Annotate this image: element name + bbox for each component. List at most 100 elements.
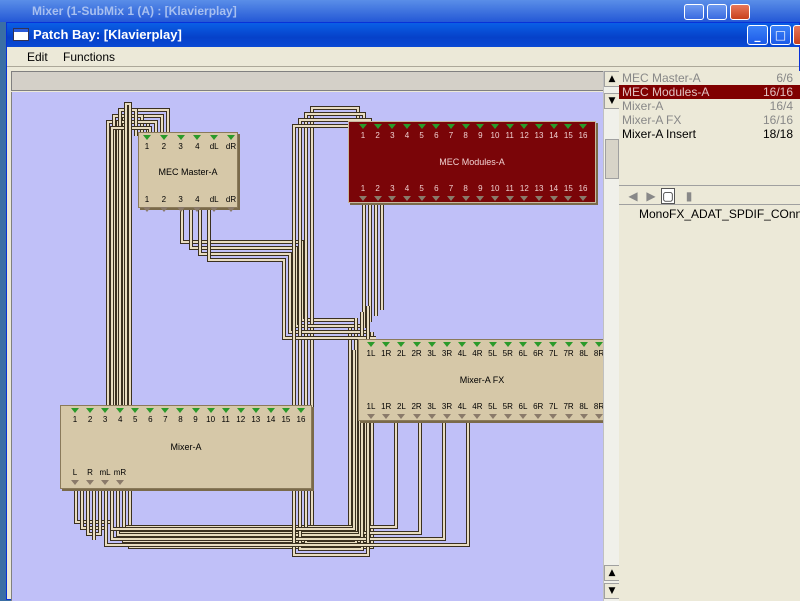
connection-info[interactable]: MonoFX_ADAT_SPDIF_COnn [639,207,800,221]
output-port-2L[interactable]: 2L [394,402,408,424]
input-port-13[interactable]: 13 [249,408,263,430]
input-port-9[interactable]: 9 [473,124,487,146]
output-port-3[interactable]: 3 [385,184,399,206]
input-port-16[interactable]: 16 [576,124,590,146]
input-port-15[interactable]: 15 [279,408,293,430]
output-port-8R[interactable]: 8R [592,402,603,424]
input-port-4L[interactable]: 4L [455,342,469,364]
menu-functions[interactable]: Functions [63,50,116,64]
scroll-down-button-bottom[interactable]: ▼ [604,583,620,599]
menu-edit[interactable]: Edit [27,50,48,64]
output-port-4R[interactable]: 4R [470,402,484,424]
output-port-mL[interactable]: mL [98,468,112,490]
input-port-13[interactable]: 13 [532,124,546,146]
scroll-up-button[interactable]: ▲ [604,71,620,87]
input-port-7L[interactable]: 7L [546,342,560,364]
module-mixer-fx[interactable]: 1L1R2L2R3L3R4L4R5L5R6L6R7L7R8L8R Mixer-A… [358,339,603,421]
input-port-3[interactable]: 3 [174,135,188,157]
output-port-1R[interactable]: 1R [379,402,393,424]
trash-icon[interactable]: ▮ [685,189,693,203]
input-port-5[interactable]: 5 [415,124,429,146]
input-port-dR[interactable]: dR [224,135,238,157]
input-port-6[interactable]: 6 [143,408,157,430]
output-port-9[interactable]: 9 [473,184,487,206]
input-port-10[interactable]: 10 [488,124,502,146]
input-port-2[interactable]: 2 [83,408,97,430]
input-port-16[interactable]: 16 [294,408,308,430]
output-port-1[interactable]: 1 [140,195,154,217]
output-port-1[interactable]: 1 [356,184,370,206]
input-port-4[interactable]: 4 [400,124,414,146]
input-port-5[interactable]: 5 [128,408,142,430]
background-close-button[interactable] [730,4,750,20]
input-port-7[interactable]: 7 [158,408,172,430]
input-port-4[interactable]: 4 [113,408,127,430]
input-port-8[interactable]: 8 [173,408,187,430]
input-port-8R[interactable]: 8R [592,342,603,364]
output-port-4[interactable]: 4 [400,184,414,206]
output-port-mR[interactable]: mR [113,468,127,490]
input-port-2R[interactable]: 2R [410,342,424,364]
scroll-thumb[interactable] [605,139,619,179]
output-port-16[interactable]: 16 [576,184,590,206]
output-port-8L[interactable]: 8L [577,402,591,424]
arrow-left-icon[interactable]: ◀ [628,189,638,203]
output-port-2[interactable]: 2 [157,195,171,217]
output-port-5[interactable]: 5 [415,184,429,206]
input-port-6[interactable]: 6 [429,124,443,146]
background-minimize-button[interactable] [684,4,704,20]
output-port-5L[interactable]: 5L [486,402,500,424]
input-port-2[interactable]: 2 [371,124,385,146]
input-port-3[interactable]: 3 [98,408,112,430]
output-port-7R[interactable]: 7R [562,402,576,424]
output-port-2[interactable]: 2 [371,184,385,206]
maximize-button[interactable]: □ [770,25,791,45]
output-port-12[interactable]: 12 [517,184,531,206]
input-port-2[interactable]: 2 [157,135,171,157]
input-port-7R[interactable]: 7R [562,342,576,364]
input-port-12[interactable]: 12 [234,408,248,430]
output-port-6R[interactable]: 6R [531,402,545,424]
input-port-4R[interactable]: 4R [470,342,484,364]
input-port-15[interactable]: 15 [561,124,575,146]
scroll-up-button-bottom[interactable]: ▲ [604,565,620,581]
arrow-right-icon[interactable]: ▶ [646,189,656,203]
output-port-13[interactable]: 13 [532,184,546,206]
output-port-dR[interactable]: dR [224,195,238,217]
output-port-14[interactable]: 14 [547,184,561,206]
output-port-8[interactable]: 8 [459,184,473,206]
close-button[interactable] [793,25,800,45]
input-port-1L[interactable]: 1L [364,342,378,364]
output-port-15[interactable]: 15 [561,184,575,206]
input-port-14[interactable]: 14 [264,408,278,430]
input-port-1[interactable]: 1 [356,124,370,146]
canvas-vertical-scrollbar[interactable]: ▲ ▼ ▲ ▼ [603,71,620,601]
output-port-4[interactable]: 4 [190,195,204,217]
output-port-R[interactable]: R [83,468,97,490]
new-page-icon[interactable]: ▢ [661,188,675,204]
output-port-3L[interactable]: 3L [425,402,439,424]
input-port-11[interactable]: 11 [503,124,517,146]
output-port-4L[interactable]: 4L [455,402,469,424]
input-port-6R[interactable]: 6R [531,342,545,364]
output-port-7L[interactable]: 7L [546,402,560,424]
output-port-10[interactable]: 10 [488,184,502,206]
output-port-L[interactable]: L [68,468,82,490]
input-port-3L[interactable]: 3L [425,342,439,364]
output-port-3[interactable]: 3 [174,195,188,217]
input-port-8[interactable]: 8 [459,124,473,146]
input-port-dL[interactable]: dL [207,135,221,157]
input-port-9[interactable]: 9 [189,408,203,430]
output-port-7[interactable]: 7 [444,184,458,206]
output-port-2R[interactable]: 2R [410,402,424,424]
output-port-1L[interactable]: 1L [364,402,378,424]
input-port-4[interactable]: 4 [190,135,204,157]
input-port-8L[interactable]: 8L [577,342,591,364]
minimize-button[interactable]: _ [747,25,768,45]
input-port-5R[interactable]: 5R [501,342,515,364]
